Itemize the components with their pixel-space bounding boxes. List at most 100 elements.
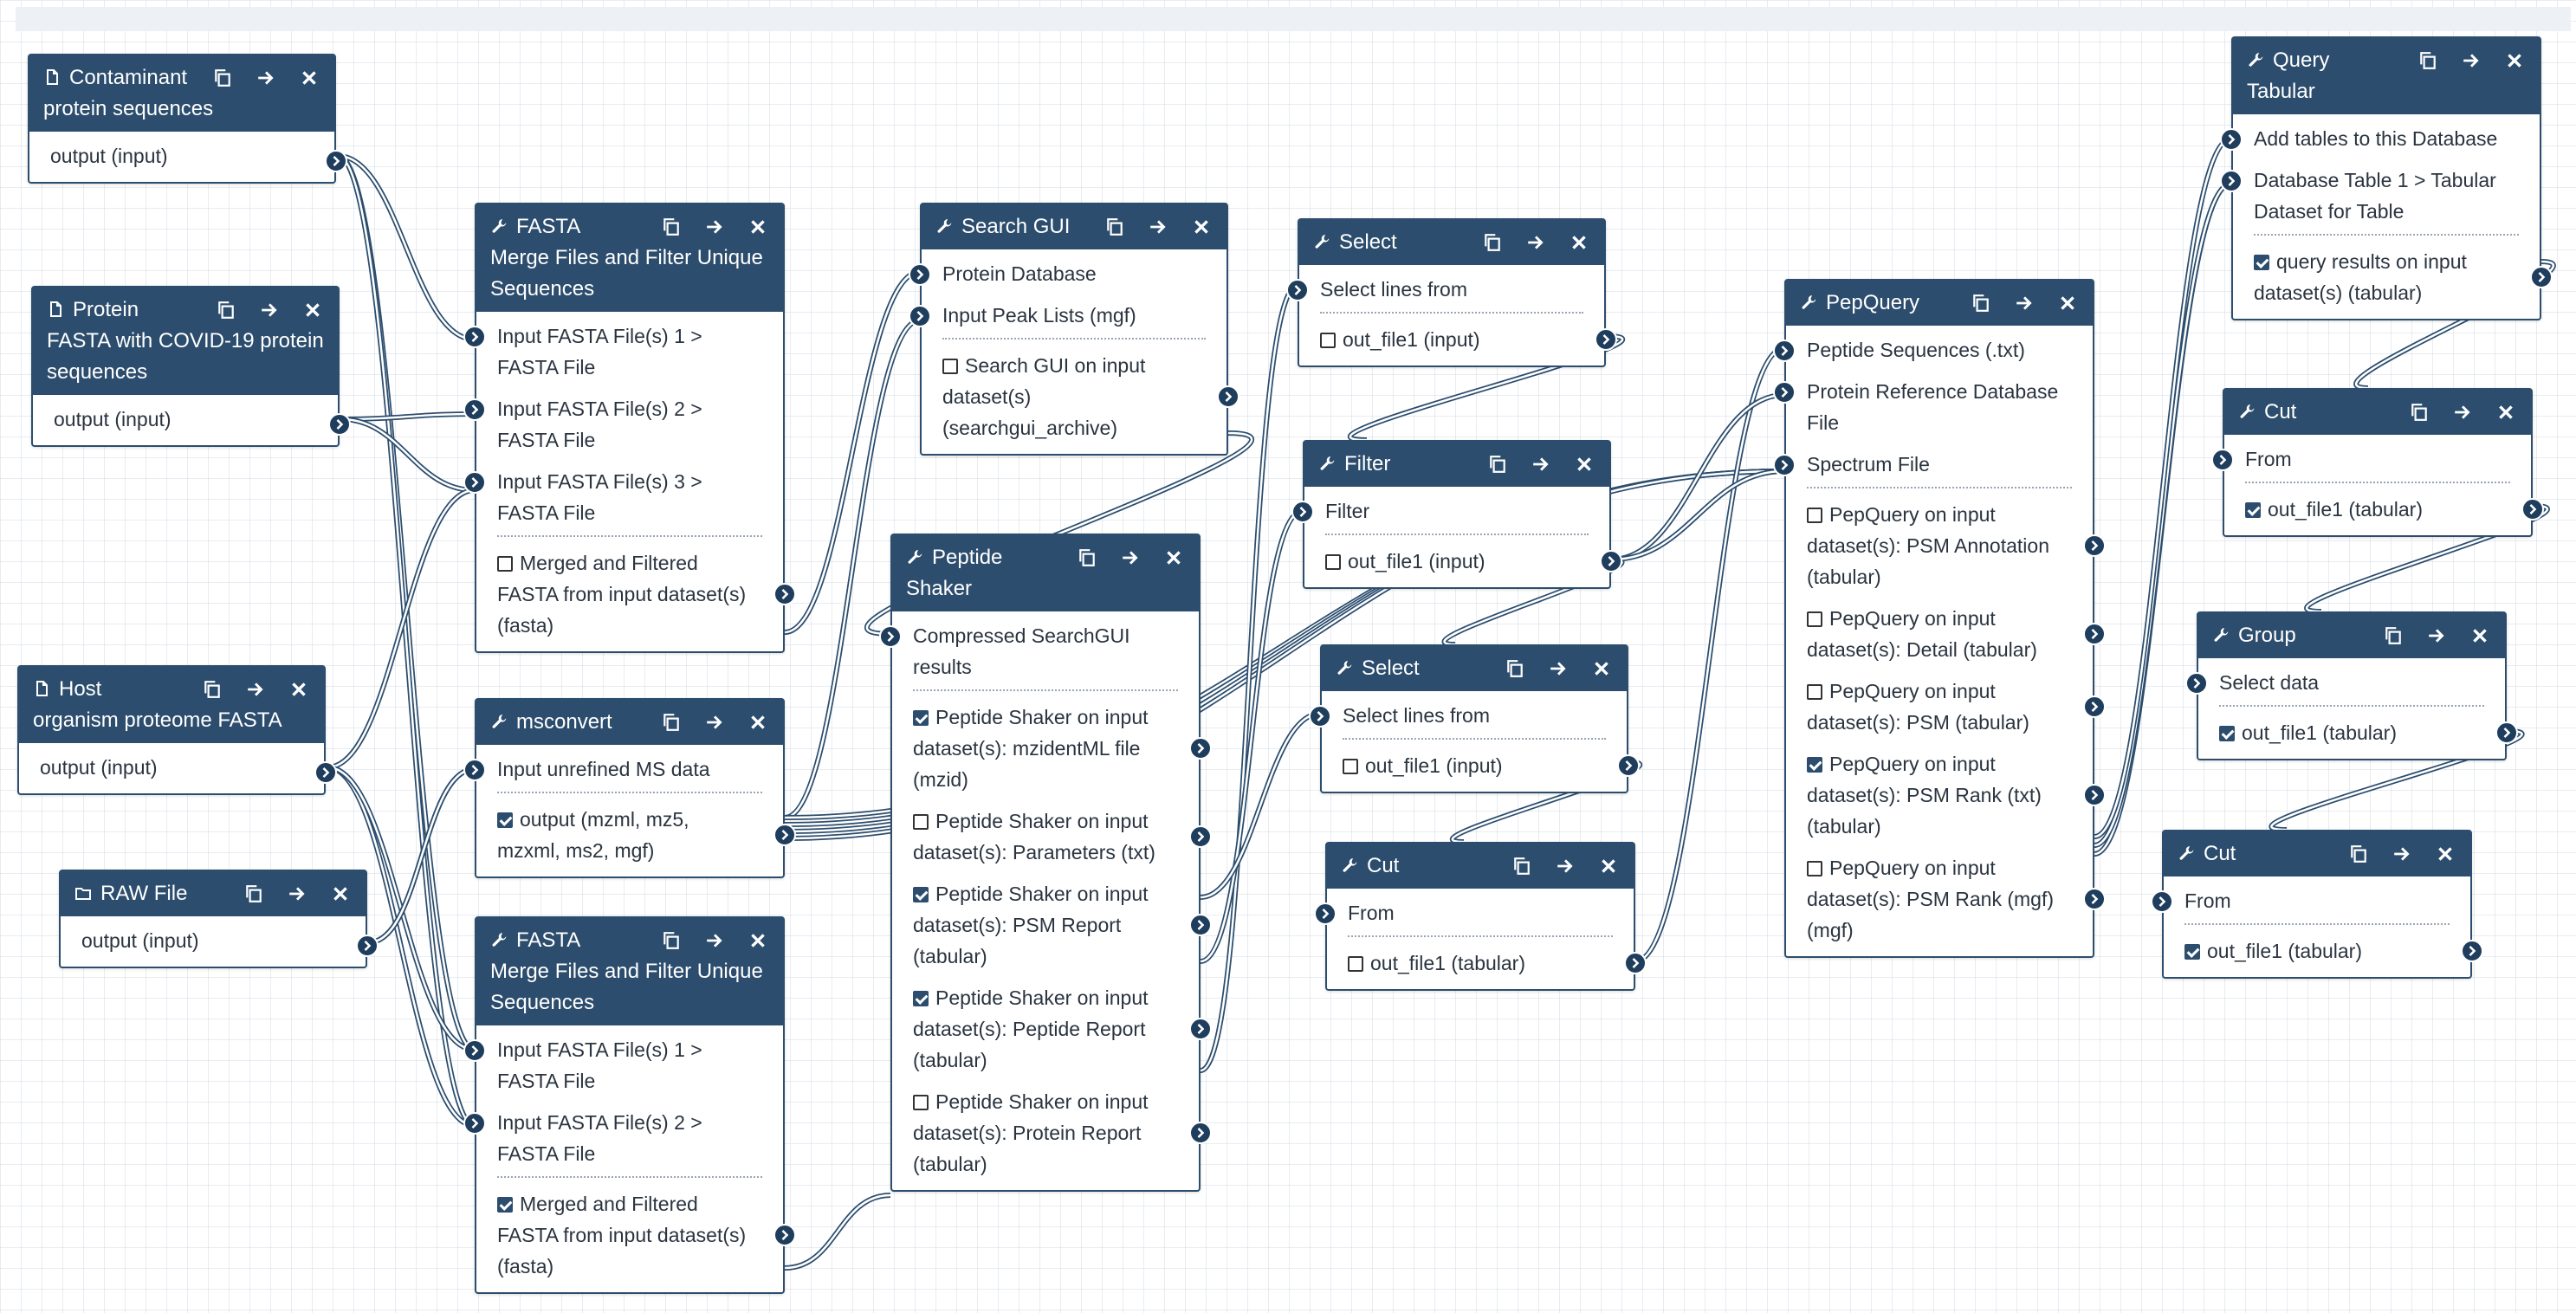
close-icon[interactable] — [748, 211, 769, 243]
input-terminal-chevron-icon[interactable] — [1773, 454, 1796, 476]
close-icon[interactable] — [1599, 851, 1620, 882]
output-terminal-chevron-icon[interactable] — [314, 761, 337, 784]
close-icon[interactable] — [289, 674, 310, 705]
output-checkbox[interactable] — [942, 359, 958, 374]
output-checkbox[interactable] — [497, 556, 513, 572]
copy-icon[interactable] — [1488, 449, 1509, 480]
arrow-right-icon[interactable] — [2462, 45, 2482, 76]
close-icon[interactable] — [1192, 211, 1213, 243]
arrow-right-icon[interactable] — [1531, 449, 1552, 480]
output-checkbox-checked[interactable] — [2184, 944, 2200, 960]
close-icon[interactable] — [1592, 653, 1613, 684]
input-terminal-chevron-icon[interactable] — [463, 1112, 486, 1135]
output-terminal-chevron-icon[interactable] — [2495, 721, 2518, 744]
output-checkbox-checked[interactable] — [913, 710, 929, 726]
close-icon[interactable] — [2436, 838, 2456, 870]
output-terminal-chevron-icon[interactable] — [2530, 266, 2553, 288]
node-header[interactable]: Filter — [1304, 442, 1609, 487]
close-icon[interactable] — [748, 925, 769, 956]
close-icon[interactable] — [748, 707, 769, 738]
arrow-right-icon[interactable] — [2427, 620, 2448, 651]
output-terminal-chevron-icon[interactable] — [2521, 498, 2544, 521]
output-terminal-chevron-icon[interactable] — [1189, 914, 1212, 936]
output-checkbox[interactable] — [1807, 508, 1822, 523]
close-icon[interactable] — [1575, 449, 1595, 480]
input-terminal-chevron-icon[interactable] — [1773, 340, 1796, 362]
arrow-right-icon[interactable] — [1149, 211, 1169, 243]
output-terminal-chevron-icon[interactable] — [325, 150, 347, 172]
input-terminal-chevron-icon[interactable] — [463, 1039, 486, 1062]
output-terminal-chevron-icon[interactable] — [2083, 534, 2106, 557]
arrow-right-icon[interactable] — [246, 674, 267, 705]
copy-icon[interactable] — [2349, 838, 2370, 870]
arrow-right-icon[interactable] — [1526, 227, 1547, 258]
input-terminal-chevron-icon[interactable] — [2151, 890, 2173, 913]
copy-icon[interactable] — [217, 294, 237, 326]
output-terminal-chevron-icon[interactable] — [1189, 1122, 1212, 1144]
output-checkbox[interactable] — [1343, 759, 1358, 774]
copy-icon[interactable] — [2410, 397, 2430, 428]
output-terminal-chevron-icon[interactable] — [1617, 754, 1640, 777]
node-header[interactable]: Select — [1299, 220, 1604, 265]
arrow-right-icon[interactable] — [1121, 542, 1142, 573]
output-checkbox[interactable] — [1325, 554, 1341, 570]
copy-icon[interactable] — [1483, 227, 1504, 258]
arrow-right-icon[interactable] — [705, 925, 726, 956]
copy-icon[interactable] — [2418, 45, 2439, 76]
node-header[interactable]: msconvert — [476, 700, 783, 745]
node-header[interactable]: Cut — [2164, 831, 2470, 876]
node-header[interactable]: Search GUI — [922, 204, 1227, 249]
arrow-right-icon[interactable] — [1556, 851, 1576, 882]
close-icon[interactable] — [2470, 620, 2491, 651]
output-checkbox-checked[interactable] — [913, 991, 929, 1006]
copy-icon[interactable] — [1971, 288, 1992, 319]
copy-icon[interactable] — [662, 211, 683, 243]
close-icon[interactable] — [303, 294, 324, 326]
node-header[interactable]: Group — [2198, 613, 2505, 658]
close-icon[interactable] — [300, 62, 320, 94]
output-terminal-chevron-icon[interactable] — [2461, 940, 2483, 962]
output-terminal-chevron-icon[interactable] — [1217, 385, 1239, 408]
copy-icon[interactable] — [244, 878, 265, 909]
output-terminal-chevron-icon[interactable] — [773, 824, 796, 846]
output-terminal-chevron-icon[interactable] — [1595, 328, 1617, 351]
close-icon[interactable] — [2058, 288, 2079, 319]
output-checkbox-checked[interactable] — [497, 1197, 513, 1213]
output-checkbox[interactable] — [1807, 684, 1822, 700]
input-terminal-chevron-icon[interactable] — [2220, 170, 2243, 192]
output-checkbox[interactable] — [1348, 956, 1363, 972]
copy-icon[interactable] — [1505, 653, 1526, 684]
node-header[interactable]: RAW File — [61, 871, 366, 916]
input-terminal-chevron-icon[interactable] — [463, 398, 486, 421]
node-header[interactable]: Select — [1322, 646, 1627, 691]
output-checkbox-checked[interactable] — [2254, 255, 2269, 270]
output-checkbox[interactable] — [1807, 861, 1822, 876]
node-header[interactable]: Cut — [1327, 844, 1634, 889]
output-terminal-chevron-icon[interactable] — [1189, 1018, 1212, 1040]
output-terminal-chevron-icon[interactable] — [356, 935, 379, 957]
arrow-right-icon[interactable] — [2453, 397, 2474, 428]
arrow-right-icon[interactable] — [2015, 288, 2036, 319]
input-terminal-chevron-icon[interactable] — [2185, 672, 2208, 695]
node-header[interactable]: PepQuery — [1786, 281, 2093, 326]
input-terminal-chevron-icon[interactable] — [1286, 279, 1309, 301]
